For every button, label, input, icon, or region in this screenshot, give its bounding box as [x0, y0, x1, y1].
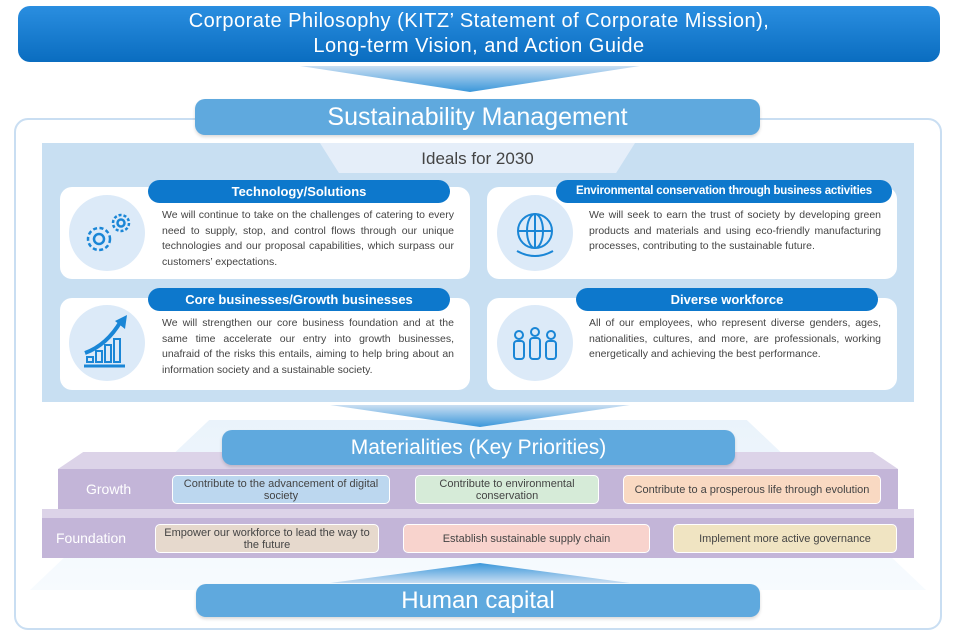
ideal-title: Core businesses/Growth businesses: [148, 288, 450, 311]
materiality-item: Establish sustainable supply chain: [403, 524, 650, 553]
ideal-text: All of our employees, who represent dive…: [589, 317, 881, 360]
down-arrow-top: [300, 66, 640, 92]
corporate-philosophy-banner: Corporate Philosophy (KITZ’ Statement of…: [18, 6, 940, 62]
foundation-label: Foundation: [56, 530, 127, 546]
ideal-text: We will strengthen our core business fou…: [162, 317, 454, 376]
sustainability-management-title: Sustainability Management: [195, 99, 760, 135]
gears-icon: [69, 195, 145, 271]
ideals-title: Ideals for 2030: [320, 143, 635, 173]
ideal-title: Technology/Solutions: [148, 180, 450, 203]
materiality-item: Implement more active governance: [673, 524, 897, 553]
foundation-band-top: [42, 509, 914, 518]
people-icon: [497, 305, 573, 381]
human-capital-title: Human capital: [196, 584, 760, 617]
globe-icon: [497, 195, 573, 271]
materiality-item: Empower our workforce to lead the way to…: [155, 524, 379, 553]
ideal-title: Environmental conservation through busin…: [556, 180, 892, 203]
banner-line-2: Long-term Vision, and Action Guide: [313, 35, 645, 57]
growth-label: Growth: [86, 481, 132, 497]
materiality-item: Contribute to a prosperous life through …: [623, 475, 881, 504]
ideal-text: We will continue to take on the challeng…: [162, 209, 454, 268]
ideal-text: We will seek to earn the trust of societ…: [589, 209, 881, 252]
materiality-item: Contribute to environmental conservation: [415, 475, 599, 504]
materialities-title: Materialities (Key Priorities): [222, 430, 735, 465]
ideal-title: Diverse workforce: [576, 288, 878, 311]
growth-chart-icon: [69, 305, 145, 381]
banner-line-1: Corporate Philosophy (KITZ’ Statement of…: [188, 10, 770, 32]
materiality-item: Contribute to the advancement of digital…: [172, 475, 390, 504]
